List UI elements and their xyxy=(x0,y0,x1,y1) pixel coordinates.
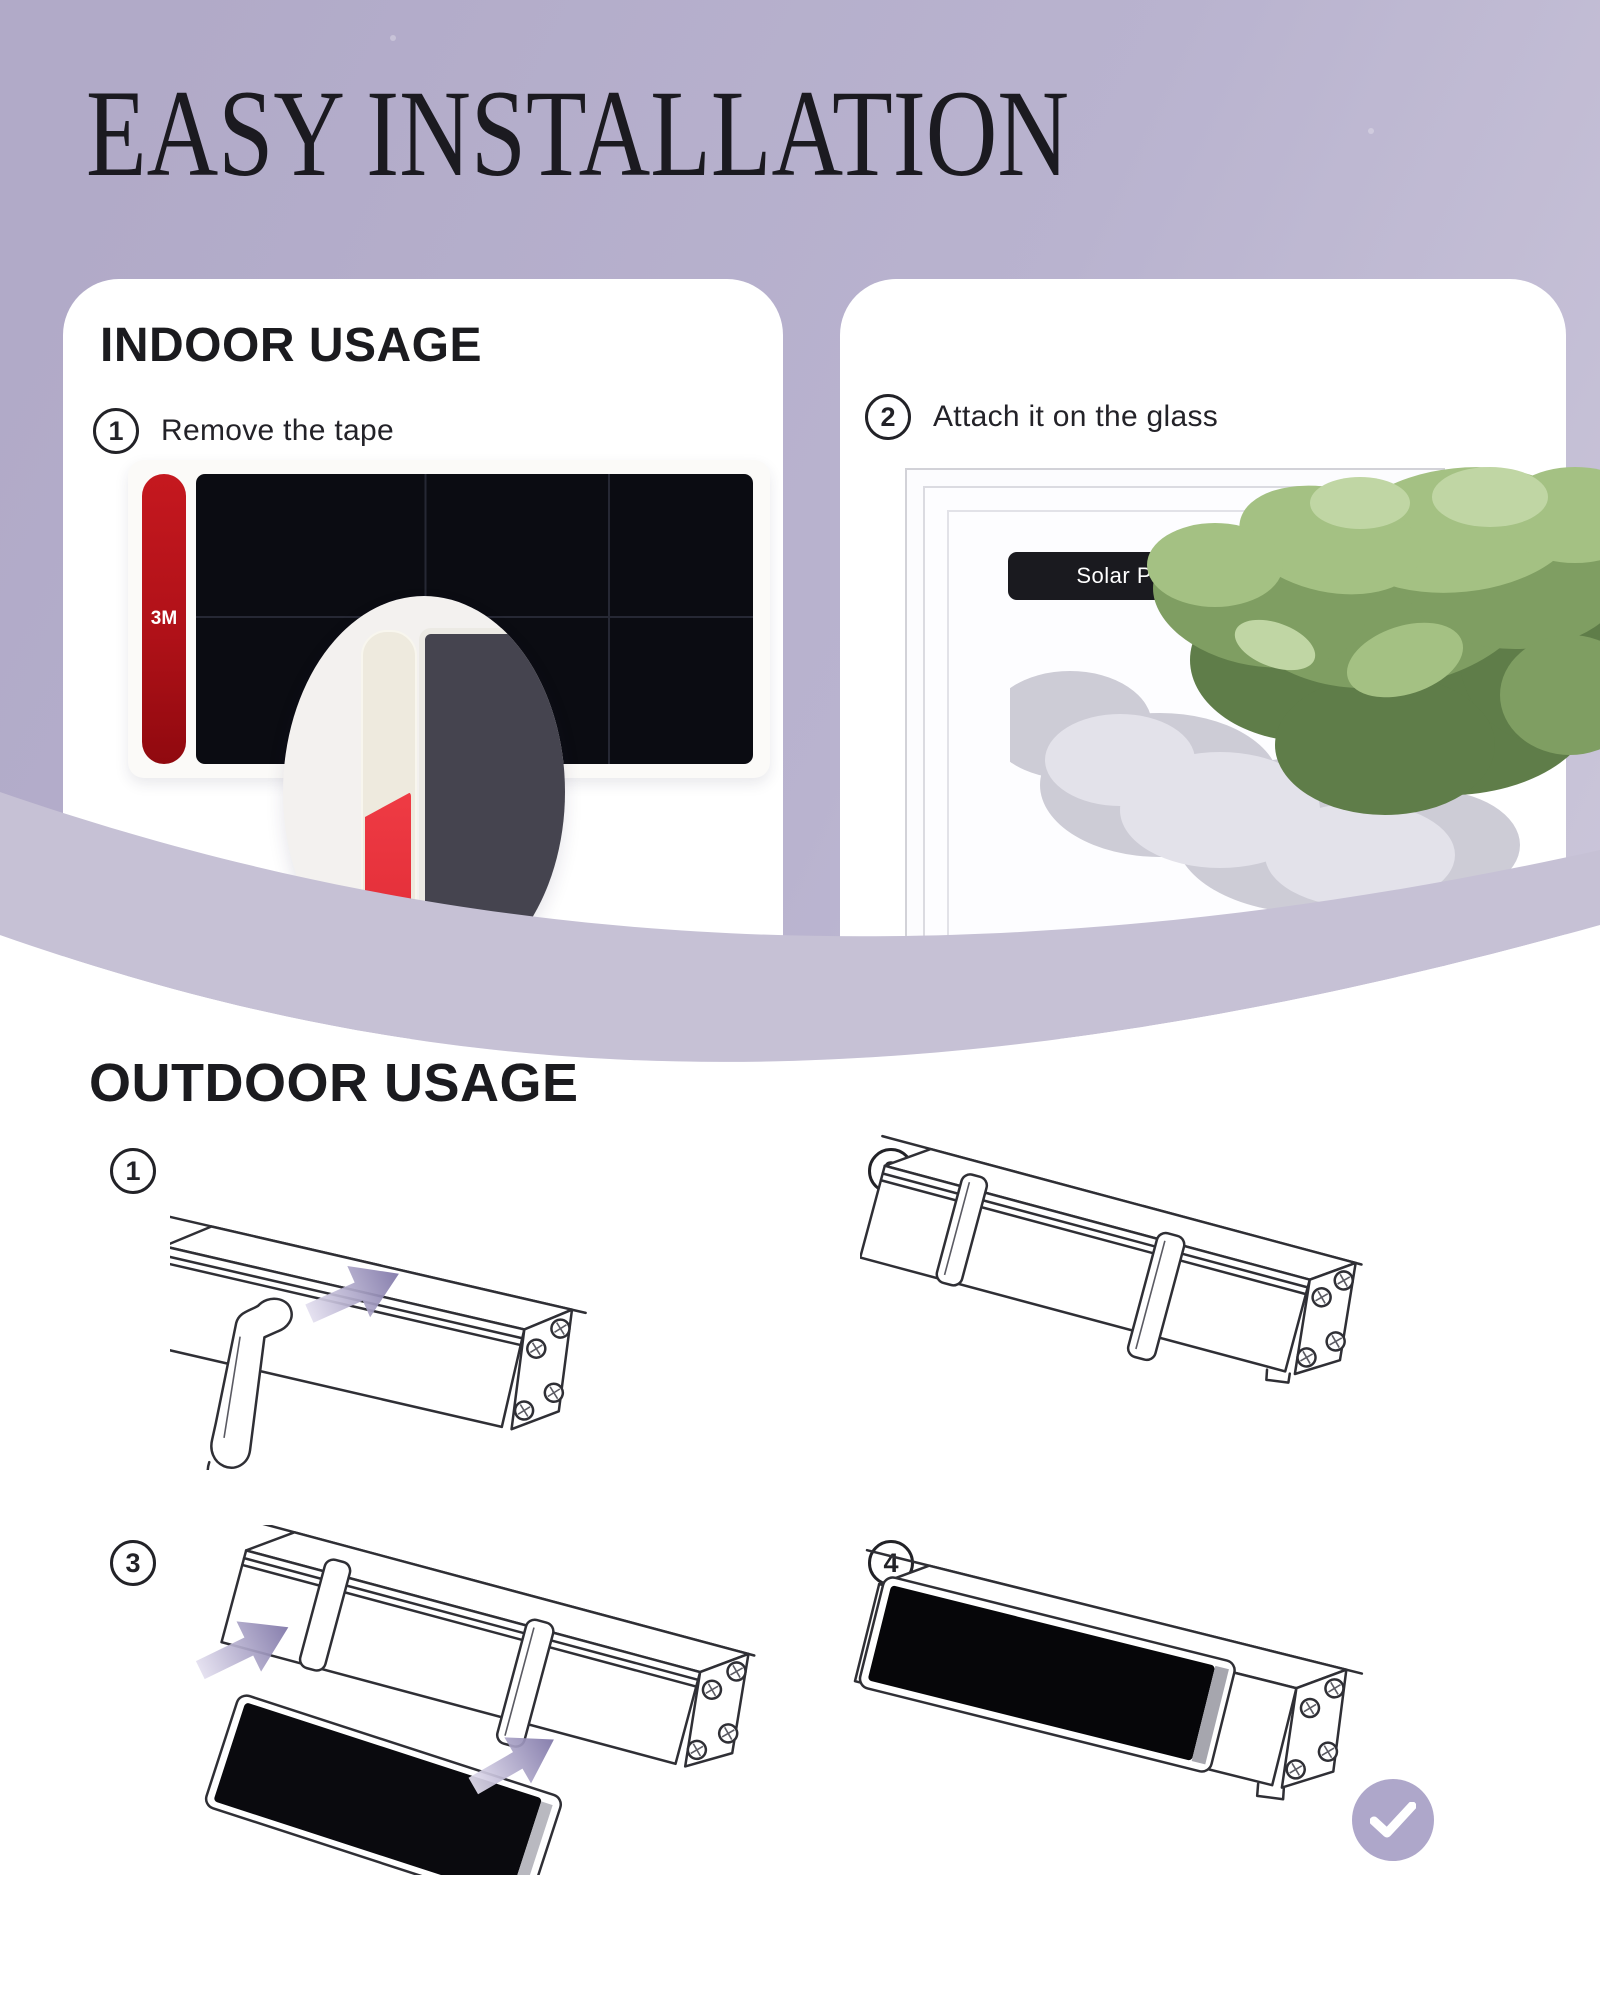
screw-icon xyxy=(1296,1270,1354,1368)
insert-arrow-icon xyxy=(305,1266,399,1323)
step-number-badge: 1 xyxy=(93,408,139,454)
outdoor-heading: OUTDOOR USAGE xyxy=(89,1053,579,1113)
success-badge xyxy=(1352,1779,1434,1861)
indoor-heading: INDOOR USAGE xyxy=(100,319,483,372)
step-label: Remove the tape xyxy=(161,414,394,447)
page-title: EASY INSTALLATION xyxy=(86,65,1070,202)
step-label: Attach it on the glass xyxy=(933,400,1219,433)
solar-panel-illustration xyxy=(858,1576,1236,1773)
insert-arrow-icon xyxy=(195,1621,289,1680)
screw-icon xyxy=(513,1318,571,1421)
tree-foliage-illustration xyxy=(1010,467,1600,913)
outdoor-step-3-badge: 3 xyxy=(110,1540,156,1586)
outdoor-step-1-illustration xyxy=(170,1213,587,1470)
indoor-step-1: 1 Remove the tape xyxy=(93,408,394,454)
solar-panel-illustration xyxy=(204,1694,563,1875)
swoosh-divider xyxy=(0,792,1600,1220)
outdoor-step-4-illustration xyxy=(853,1548,1364,1801)
decor-dot xyxy=(390,35,396,41)
adhesive-tape-strip: 3M xyxy=(142,474,186,764)
outdoor-step-1-badge: 1 xyxy=(110,1148,156,1194)
step-number-badge: 2 xyxy=(865,394,911,440)
outdoor-step-3-illustration xyxy=(195,1525,756,1875)
mount-bracket-illustration xyxy=(298,1558,555,1748)
screw-icon xyxy=(1285,1678,1345,1780)
mount-bracket-illustration xyxy=(935,1173,1186,1362)
mount-bracket-illustration xyxy=(206,1297,293,1470)
indoor-step-2: 2 Attach it on the glass xyxy=(865,394,1218,440)
check-icon xyxy=(1370,1802,1416,1838)
insert-arrow-icon xyxy=(468,1737,554,1795)
tape-brand-label: 3M xyxy=(150,608,178,629)
outdoor-step-2-illustration xyxy=(860,1134,1363,1384)
screw-icon xyxy=(686,1661,747,1761)
decor-dot xyxy=(1368,128,1374,134)
